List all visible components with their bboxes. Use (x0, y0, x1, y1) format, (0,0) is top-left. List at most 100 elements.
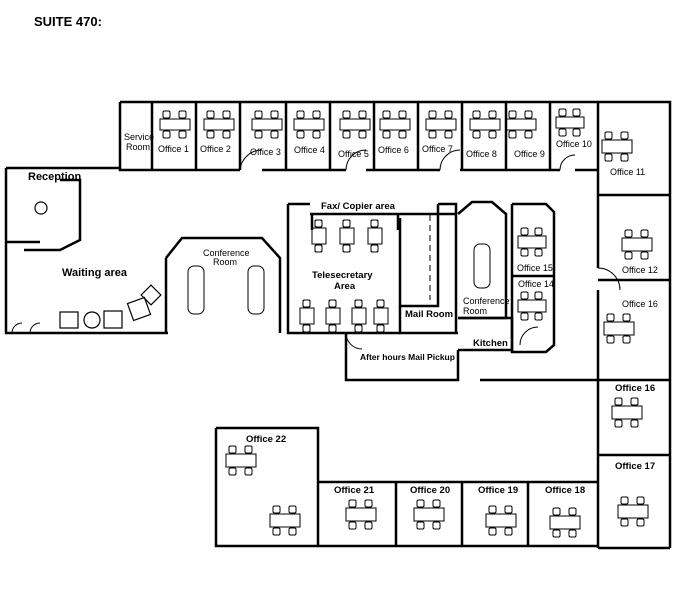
room-label-office-16-a: Office 16 (622, 299, 658, 309)
chair (552, 529, 561, 538)
waiting-furniture (34, 201, 162, 329)
chair (640, 251, 649, 260)
chair (624, 229, 633, 238)
chair (382, 110, 391, 119)
chair (488, 130, 497, 139)
room-label-office-16-b: Office 16 (615, 383, 655, 394)
chair (354, 324, 363, 333)
chair (288, 505, 297, 514)
room-label-office-1: Office 1 (158, 144, 189, 154)
desk (351, 307, 367, 325)
chair (376, 324, 385, 333)
room-label-office-22: Office 22 (246, 434, 286, 445)
chair (572, 128, 581, 137)
chair (472, 130, 481, 139)
room-label-office-7: Office 7 (422, 144, 453, 154)
desk (413, 507, 445, 522)
chair (222, 130, 231, 139)
conference-table (247, 265, 265, 315)
chair (162, 110, 171, 119)
chair (444, 130, 453, 139)
chair (416, 499, 425, 508)
chair (342, 244, 351, 253)
chair (428, 110, 437, 119)
chair (328, 324, 337, 333)
chair (640, 229, 649, 238)
walls (4, 100, 672, 550)
room-label-conference-a-2: Room (213, 257, 237, 267)
chair (314, 244, 323, 253)
chair (364, 521, 373, 530)
room-label-telesecretary-2: Area (334, 281, 356, 292)
chair (472, 110, 481, 119)
chair (520, 248, 529, 257)
desk (517, 235, 547, 249)
chair (314, 219, 323, 228)
chair (302, 299, 311, 308)
room-labels: Service Room Office 1 Office 2 Office 3 … (124, 132, 658, 316)
chair (520, 291, 529, 300)
chair (328, 299, 337, 308)
chair (302, 324, 311, 333)
room-label-mail-room: Mail Room (405, 309, 453, 320)
chair (622, 335, 631, 344)
chair (416, 521, 425, 530)
desk (505, 118, 537, 131)
room-label-kitchen: Kitchen (473, 338, 508, 349)
desk (339, 227, 355, 245)
chair (432, 521, 441, 530)
chair (370, 219, 379, 228)
chair (206, 130, 215, 139)
room-label-telesecretary: Telesecretary (312, 270, 373, 281)
chair (524, 110, 533, 119)
room-label-waiting: Waiting area (62, 267, 128, 279)
chair (228, 467, 237, 476)
chair (270, 110, 279, 119)
chair (342, 110, 351, 119)
room-label-office-3: Office 3 (250, 147, 281, 157)
chair (354, 299, 363, 308)
room-label-office-14: Office 14 (518, 279, 554, 289)
chair (244, 467, 253, 476)
chair (328, 299, 337, 308)
desk (311, 227, 327, 245)
chair (312, 130, 321, 139)
chair (364, 499, 373, 508)
desk (555, 116, 585, 129)
suite-title: SUITE 470: (34, 14, 102, 29)
chair (244, 445, 253, 454)
chair (312, 110, 321, 119)
chair (206, 110, 215, 119)
chair (348, 499, 357, 508)
chair (572, 108, 581, 117)
chair (606, 313, 615, 322)
chair (178, 110, 187, 119)
desk (621, 237, 653, 252)
chair (314, 219, 323, 228)
chair (568, 529, 577, 538)
desk (617, 504, 649, 519)
room-label-office-10: Office 10 (556, 139, 592, 149)
room-label-office-20: Office 20 (410, 485, 450, 496)
room-label-office-17: Office 17 (615, 461, 655, 472)
chair (524, 130, 533, 139)
chair (558, 128, 567, 137)
conference-table (473, 243, 491, 289)
desk (251, 118, 283, 131)
chair (428, 130, 437, 139)
chair (508, 130, 517, 139)
chair (604, 153, 613, 162)
chair (534, 312, 543, 321)
furniture (159, 108, 653, 538)
desk (293, 118, 325, 131)
chair (254, 110, 263, 119)
desk (611, 405, 643, 420)
desk (269, 513, 301, 528)
chair (302, 299, 311, 308)
chair (444, 110, 453, 119)
chair (620, 131, 629, 140)
chair (342, 219, 351, 228)
desk (159, 118, 191, 131)
desk (425, 118, 457, 131)
